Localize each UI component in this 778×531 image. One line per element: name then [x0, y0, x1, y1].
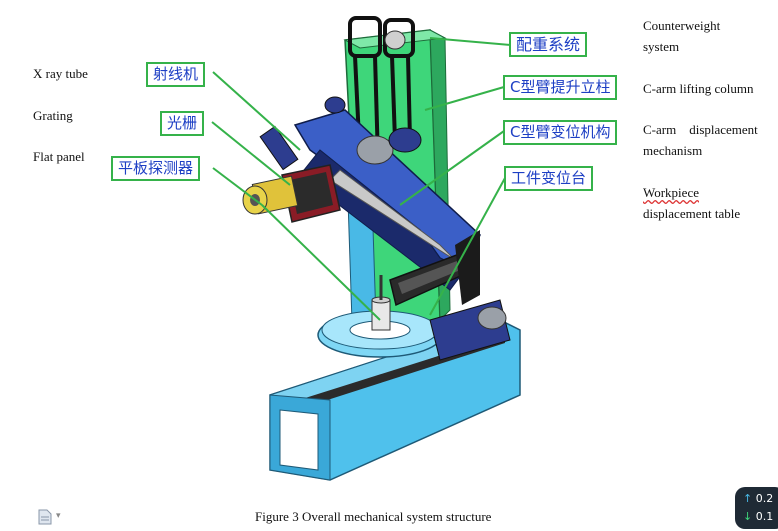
label-cn-counterweight: 配重系统 [509, 32, 588, 57]
label-en-xray: X ray tube [33, 66, 88, 81]
label-en-displacement-1: C-arm displacement [643, 122, 758, 137]
upload-speed: 0.2 [755, 492, 774, 505]
label-en-flat-panel: Flat panel [33, 149, 85, 164]
chevron-down-icon[interactable]: ▾ [56, 511, 61, 521]
label-en-workpiece-1: Workpiece [643, 185, 699, 200]
upload-arrow-icon: ↑ [743, 492, 753, 505]
label-en-displacement-2: mechanism [643, 143, 703, 158]
label-cn-grating: 光栅 [160, 111, 205, 136]
label-cn-xray: 射线机 [146, 62, 206, 87]
label-en-counterweight-1: Counterweight [643, 18, 721, 33]
label-cn-displacement: C型臂变位机构 [503, 120, 618, 145]
label-en-counterweight-2: system [643, 39, 680, 54]
network-speed-widget: ↑ 0.2 ↓ 0.1 [735, 487, 778, 529]
figure-caption: Figure 3 Overall mechanical system struc… [255, 509, 492, 524]
download-speed: 0.1 [755, 510, 774, 523]
label-cn-flat-panel: 平板探测器 [111, 156, 201, 181]
label-en-workpiece-2: displacement table [643, 206, 741, 221]
label-en-grating: Grating [33, 108, 73, 123]
label-cn-lifting-column: C型臂提升立柱 [503, 75, 618, 100]
document-icon[interactable] [38, 509, 52, 525]
label-en-lifting-column: C-arm lifting column [643, 81, 754, 96]
download-arrow-icon: ↓ [743, 510, 753, 523]
label-cn-workpiece: 工件变位台 [504, 166, 594, 191]
